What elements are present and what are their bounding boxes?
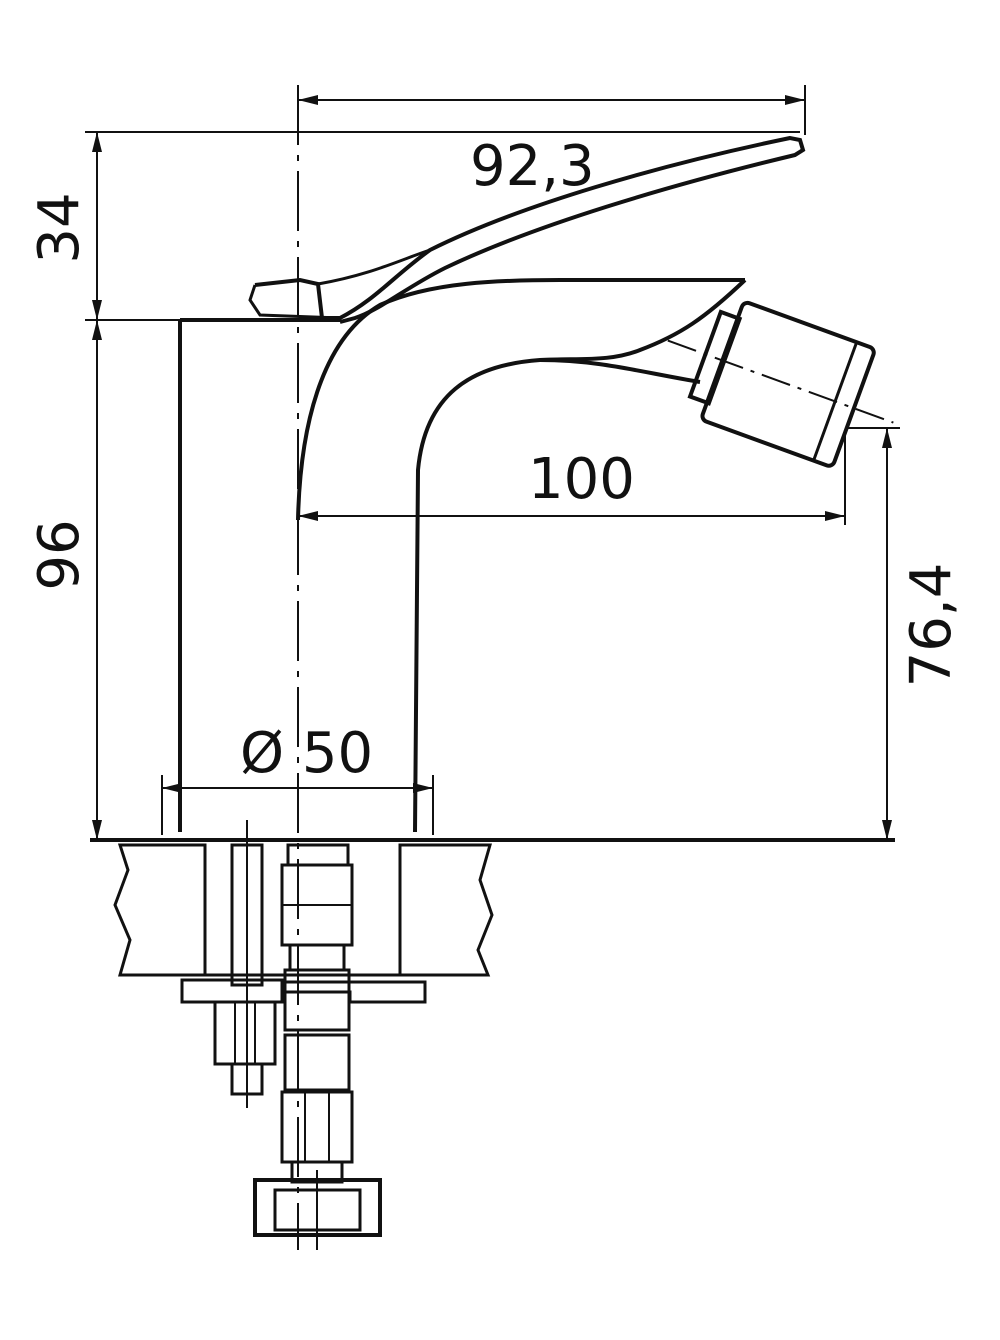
dim-body-height-label: 96 [27,519,92,590]
spray-outlet-nozzle [667,300,894,468]
fixing-plate [180,978,427,1004]
dim-base-diameter-label: Ø 50 [240,721,373,786]
flexible-supply-hose [253,843,382,1250]
dimension-lines [85,85,900,840]
dim-lever-reach-label: 92,3 [470,134,595,199]
dim-lever-height-label: 34 [27,192,92,263]
dim-outlet-height-label: 76,4 [899,563,964,688]
threaded-mounting-rod [213,820,277,1108]
dim-spout-reach-label: 100 [528,447,635,512]
countertop-section [90,838,895,977]
lever-handle [248,135,806,324]
